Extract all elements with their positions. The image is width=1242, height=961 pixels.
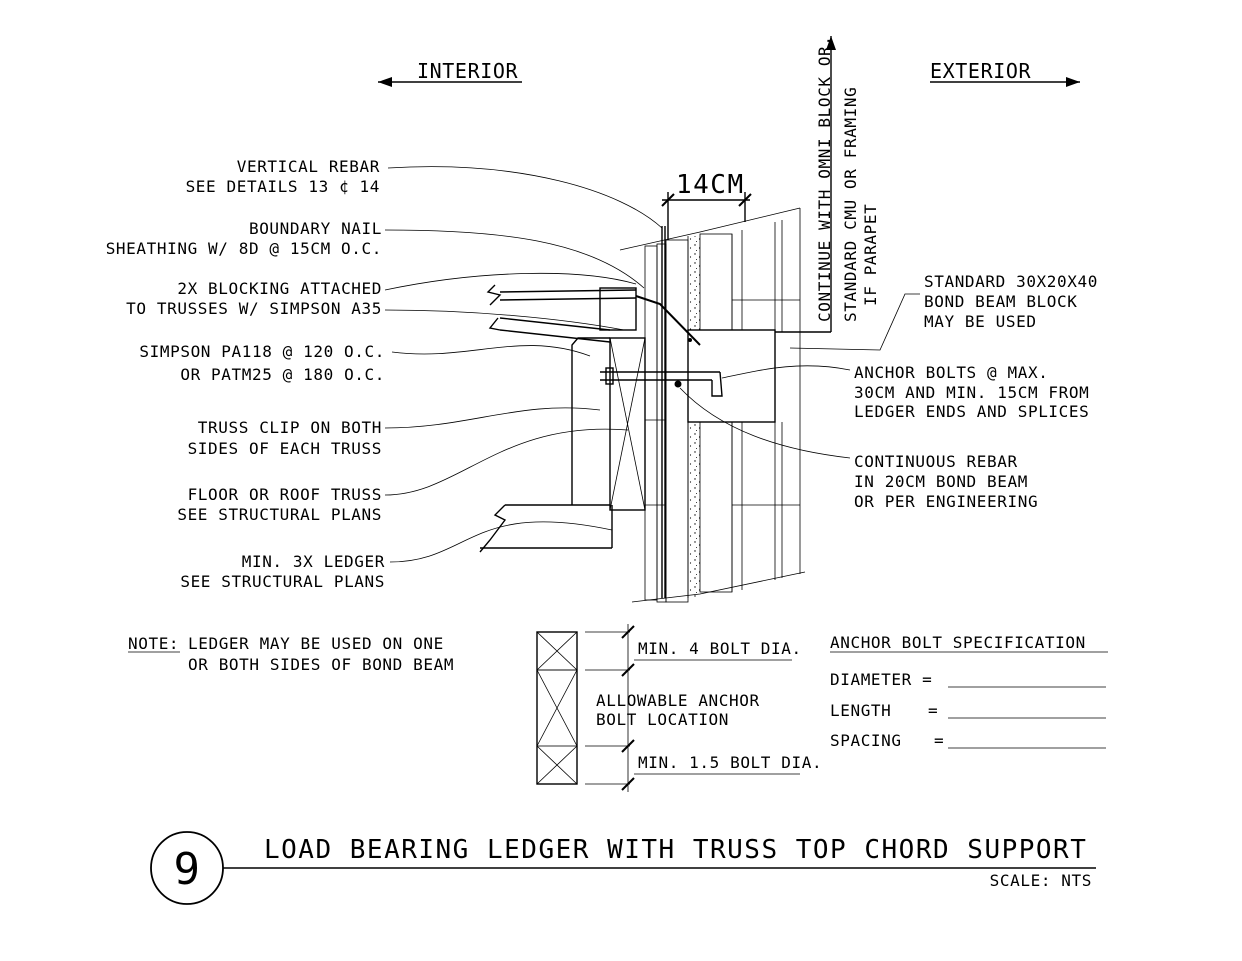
callout-blocking-line2: TO TRUSSES W/ SIMPSON A35: [126, 299, 382, 318]
callout-truss-line1: FLOOR OR ROOF TRUSS: [188, 485, 382, 504]
left-callouts: VERTICAL REBAR SEE DETAILS 13 ¢ 14 BOUND…: [106, 157, 385, 591]
spec-diameter-label: DIAMETER =: [830, 670, 932, 689]
allowable-line2: BOLT LOCATION: [596, 710, 729, 729]
callout-anchor-bolts-line1: ANCHOR BOLTS @ MAX.: [854, 363, 1048, 382]
callout-ledger-line1: MIN. 3X LEDGER: [242, 552, 385, 571]
callout-anchor-bolts-line3: LEDGER ENDS AND SPLICES: [854, 402, 1089, 421]
callout-cont-rebar-line2: IN 20CM BOND BEAM: [854, 472, 1028, 491]
continuation-arrow: [775, 36, 836, 333]
callout-simpson-pa-line2: OR PATM25 @ 180 O.C.: [180, 365, 385, 384]
wall-section: [619, 207, 806, 603]
detail-scale: SCALE: NTS: [990, 871, 1092, 890]
right-leaders: [679, 293, 920, 459]
ledger-and-truss: [479, 284, 723, 553]
callout-truss-line2: SEE STRUCTURAL PLANS: [177, 505, 382, 524]
callout-vertical-rebar-line1: VERTICAL REBAR: [237, 157, 380, 176]
right-callouts: STANDARD 30X20X40 BOND BEAM BLOCK MAY BE…: [854, 272, 1098, 511]
min-top-label: MIN. 4 BOLT DIA.: [638, 639, 802, 658]
note-label: NOTE:: [128, 634, 179, 653]
callout-ledger-line2: SEE STRUCTURAL PLANS: [180, 572, 385, 591]
callout-cont-rebar-line1: CONTINUOUS REBAR: [854, 452, 1018, 471]
callout-truss-clip-line2: SIDES OF EACH TRUSS: [188, 439, 382, 458]
callout-boundary-nail-line1: BOUNDARY NAIL: [249, 219, 382, 238]
title-block: [150, 831, 1096, 905]
callout-truss-clip-line1: TRUSS CLIP ON BOTH: [198, 418, 382, 437]
exterior-label: EXTERIOR: [930, 59, 1031, 83]
dimension-14cm: [661, 192, 752, 240]
allowable-line1: ALLOWABLE ANCHOR: [596, 691, 760, 710]
interior-arrow: [378, 77, 522, 87]
vertical-note-line3: IF PARAPET: [861, 204, 880, 306]
min-bottom-label: MIN. 1.5 BOLT DIA.: [638, 753, 822, 772]
interior-label: INTERIOR: [417, 59, 518, 83]
callout-simpson-pa-line1: SIMPSON PA118 @ 120 O.C.: [139, 342, 385, 361]
spec-spacing-eq: =: [934, 731, 944, 750]
bolt-location-diagram: [536, 624, 800, 792]
callout-boundary-nail-line2: SHEATHING W/ 8D @ 15CM O.C.: [106, 239, 382, 258]
spec-length-eq: =: [928, 701, 938, 720]
callout-vertical-rebar-line2: SEE DETAILS 13 ¢ 14: [186, 177, 380, 196]
callout-bond-block-line3: MAY BE USED: [924, 312, 1037, 331]
left-leaders: [384, 166, 663, 563]
spec-spacing-label: SPACING: [830, 731, 902, 750]
spec-length-label: LENGTH: [830, 701, 891, 720]
callout-bond-block-line2: BOND BEAM BLOCK: [924, 292, 1078, 311]
callout-blocking-line1: 2X BLOCKING ATTACHED: [177, 279, 382, 298]
callout-bond-block-line1: STANDARD 30X20X40: [924, 272, 1098, 291]
dimension-label: 14CM: [676, 170, 745, 200]
vertical-note-line1: CONTINUE WITH OMNI BLOCK OR,: [815, 35, 834, 322]
note-line1: LEDGER MAY BE USED ON ONE: [188, 634, 444, 653]
spec-title: ANCHOR BOLT SPECIFICATION: [830, 633, 1086, 652]
vertical-note-line2: STANDARD CMU OR FRAMING: [841, 87, 860, 322]
note-line2: OR BOTH SIDES OF BOND BEAM: [188, 655, 454, 674]
detail-title: LOAD BEARING LEDGER WITH TRUSS TOP CHORD…: [264, 835, 1087, 865]
callout-anchor-bolts-line2: 30CM AND MIN. 15CM FROM: [854, 383, 1089, 402]
detail-number: 9: [173, 844, 200, 895]
callout-cont-rebar-line3: OR PER ENGINEERING: [854, 492, 1038, 511]
exterior-arrow: [930, 77, 1080, 87]
